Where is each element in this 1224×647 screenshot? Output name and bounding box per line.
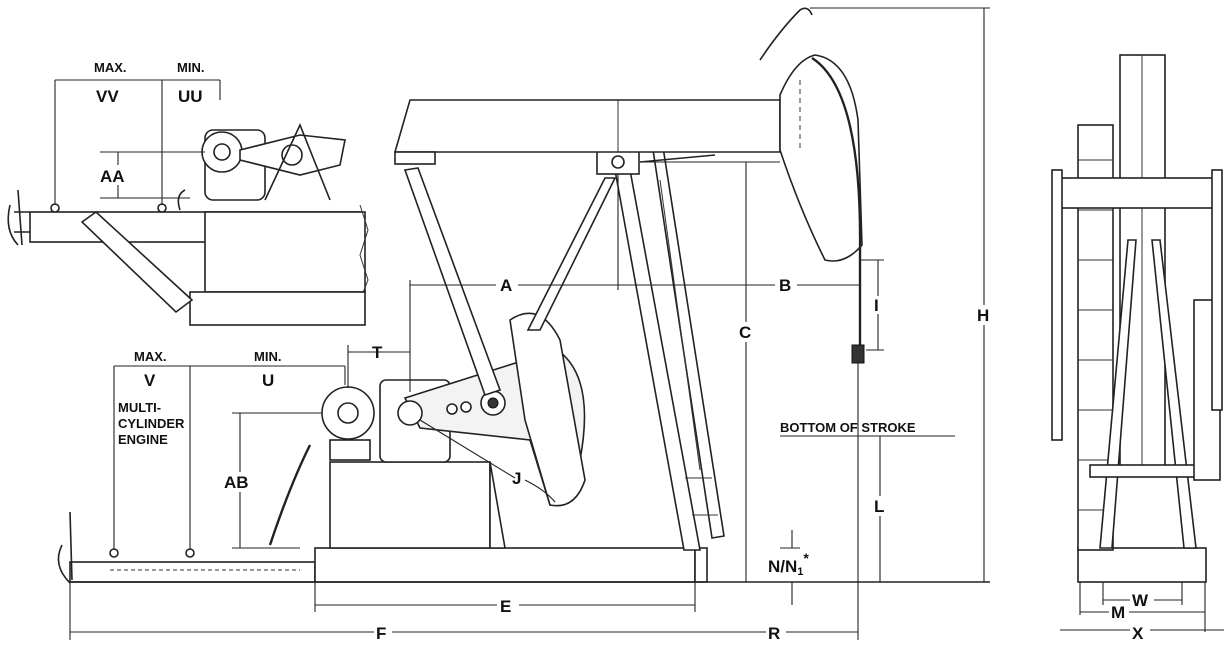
label-max-bottom: MAX. [134, 349, 167, 364]
label-m: M [1111, 603, 1125, 622]
label-h: H [977, 306, 989, 325]
label-j: J [512, 469, 521, 488]
label-l: L [874, 497, 884, 516]
end-view [1051, 54, 1224, 632]
label-x: X [1132, 624, 1144, 642]
label-c: C [739, 323, 751, 342]
label-b: B [779, 276, 791, 295]
label-max-top: MAX. [94, 60, 127, 75]
label-i: I [874, 296, 879, 315]
label-w: W [1132, 591, 1149, 610]
pump-jack-main [57, 7, 865, 584]
engine-detail-inset [7, 79, 369, 326]
label-e: E [500, 597, 511, 616]
label-f: F [376, 624, 386, 642]
label-aa: AA [100, 167, 125, 186]
label-r: R [768, 624, 780, 642]
label-n-n1: N/N1* [768, 550, 809, 578]
label-engine-line2: CYLINDER [118, 416, 185, 431]
label-a: A [500, 276, 512, 295]
label-ab: AB [224, 473, 249, 492]
label-min-top: MIN. [177, 60, 204, 75]
label-engine-line3: ENGINE [118, 432, 168, 447]
dimension-labels: MAX. MIN. VV UU AA A B C H I T MAX. MIN.… [94, 60, 1154, 643]
label-vv: VV [96, 87, 119, 106]
label-u: U [262, 371, 274, 390]
label-v: V [144, 371, 156, 390]
dimension-lines [69, 7, 990, 640]
label-engine-line1: MULTI- [118, 400, 161, 415]
label-t: T [372, 343, 383, 362]
label-uu: UU [178, 87, 203, 106]
label-bottom-of-stroke: BOTTOM OF STROKE [780, 420, 916, 435]
label-min-bottom: MIN. [254, 349, 281, 364]
